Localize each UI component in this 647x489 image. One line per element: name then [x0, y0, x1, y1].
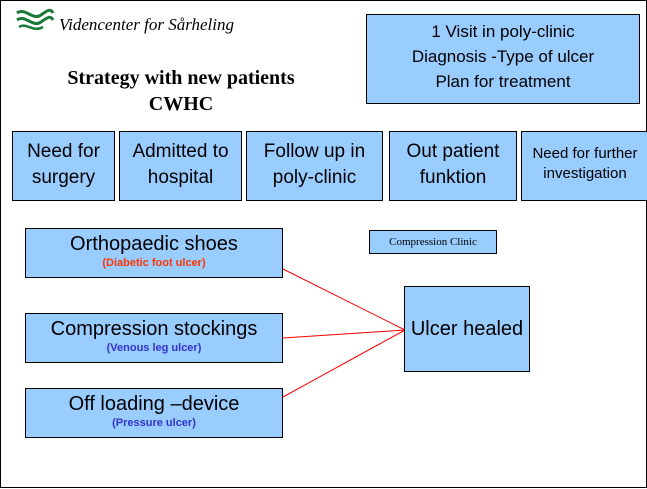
ulcer-healed-box: Ulcer healed — [404, 286, 530, 372]
compression-clinic-label: Compression Clinic — [369, 230, 497, 254]
logo: Videncenter for Sårheling — [15, 7, 265, 37]
visit-line-1: 1 Visit in poly-clinic — [431, 22, 575, 41]
category-line-2: investigation — [543, 165, 627, 182]
category-follow-up: Follow up in poly-clinic — [246, 131, 383, 201]
category-investigation: Need for further investigation — [521, 131, 647, 201]
item-off-loading-device: Off loading –device (Pressure ulcer) — [25, 388, 283, 438]
category-line-2: surgery — [31, 167, 96, 188]
connector-line — [282, 329, 406, 398]
item-sub: (Venous leg ulcer) — [106, 342, 202, 354]
item-main: Orthopaedic shoes — [70, 233, 238, 255]
wave-icon — [16, 8, 55, 31]
category-line-2: funktion — [419, 167, 487, 188]
connector-line — [282, 329, 406, 339]
item-compression-stockings: Compression stockings (Venous leg ulcer) — [25, 313, 283, 363]
category-line-2: hospital — [147, 167, 214, 188]
category-line-1: Need for — [27, 141, 100, 162]
title-line-1: Strategy with new patients — [67, 67, 295, 89]
visit-line-2: Diagnosis -Type of ulcer — [411, 47, 595, 66]
category-line-1: Admitted to — [132, 141, 229, 162]
visit-box: 1 Visit in poly-clinic Diagnosis -Type o… — [366, 14, 640, 104]
item-sub: (Pressure ulcer) — [112, 417, 196, 429]
category-out-patient: Out patient funktion — [389, 131, 517, 201]
visit-line-3: Plan for treatment — [435, 72, 571, 91]
category-line-1: Out patient — [406, 141, 500, 162]
connector-line — [282, 268, 406, 331]
category-line-2: poly-clinic — [272, 167, 357, 188]
category-surgery: Need for surgery — [12, 131, 115, 201]
title-line-2: CWHC — [148, 93, 214, 115]
item-main: Compression stockings — [50, 318, 258, 340]
item-sub: (Diabetic foot ulcer) — [102, 257, 206, 269]
category-hospital: Admitted to hospital — [119, 131, 242, 201]
category-line-1: Need for further — [532, 145, 638, 162]
item-main: Off loading –device — [68, 393, 240, 415]
item-orthopaedic-shoes: Orthopaedic shoes (Diabetic foot ulcer) — [25, 228, 283, 278]
logo-text: Videncenter for Sårheling — [59, 15, 235, 34]
page-title: Strategy with new patients CWHC — [41, 65, 321, 117]
category-line-1: Follow up in — [263, 141, 366, 162]
